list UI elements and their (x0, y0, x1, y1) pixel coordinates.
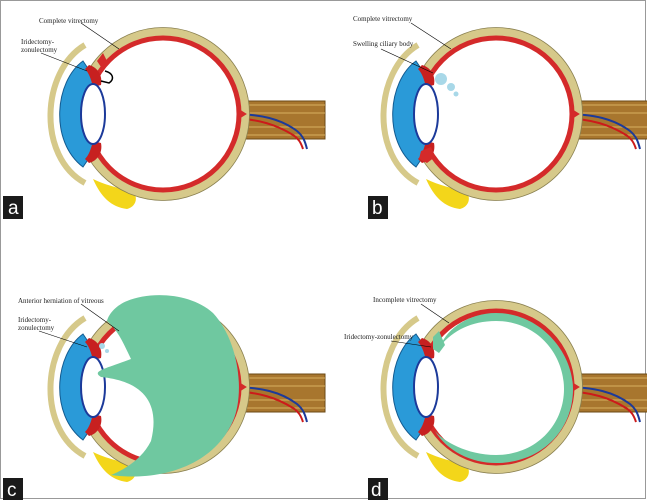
panel-letter-c: c (7, 480, 17, 501)
label-swelling-ciliary-b: Swelling ciliary body (353, 40, 414, 48)
label-iridectomy-a-2: zonulectomy (21, 46, 58, 54)
panel-letter-a: a (8, 198, 19, 219)
panel-b: Complete vitrectomy Swelling ciliary bod… (353, 15, 647, 219)
panel-letter-b: b (372, 198, 383, 219)
panel-a: Complete vitrectomy Iridectomy- zonulect… (3, 17, 325, 219)
label-iridectomy-c-1: Iridectomy- (18, 316, 52, 324)
label-incomplete-vitrectomy-d: Incomplete vitrectomy (373, 296, 437, 304)
panel-d: Incomplete vitrectomy Iridectomy-zonulec… (344, 296, 647, 501)
label-complete-vitrectomy-b: Complete vitrectomy (353, 15, 413, 23)
panel-c: Anterior herniation of vitreous Iridecto… (3, 295, 325, 501)
label-anterior-herniation-c: Anterior herniation of vitreous (18, 297, 104, 305)
label-iridectomy-c-2: zonulectomy (18, 324, 55, 332)
label-iridectomy-a-1: Iridectomy- (21, 38, 55, 46)
label-iridectomy-d: Iridectomy-zonulectomy (344, 333, 414, 341)
swelling-b-3 (454, 92, 459, 97)
panel-letter-d: d (371, 480, 382, 501)
swelling-b-1 (435, 73, 447, 85)
label-complete-vitrectomy-a: Complete vitrectomy (39, 17, 99, 25)
swelling-b-2 (447, 83, 455, 91)
